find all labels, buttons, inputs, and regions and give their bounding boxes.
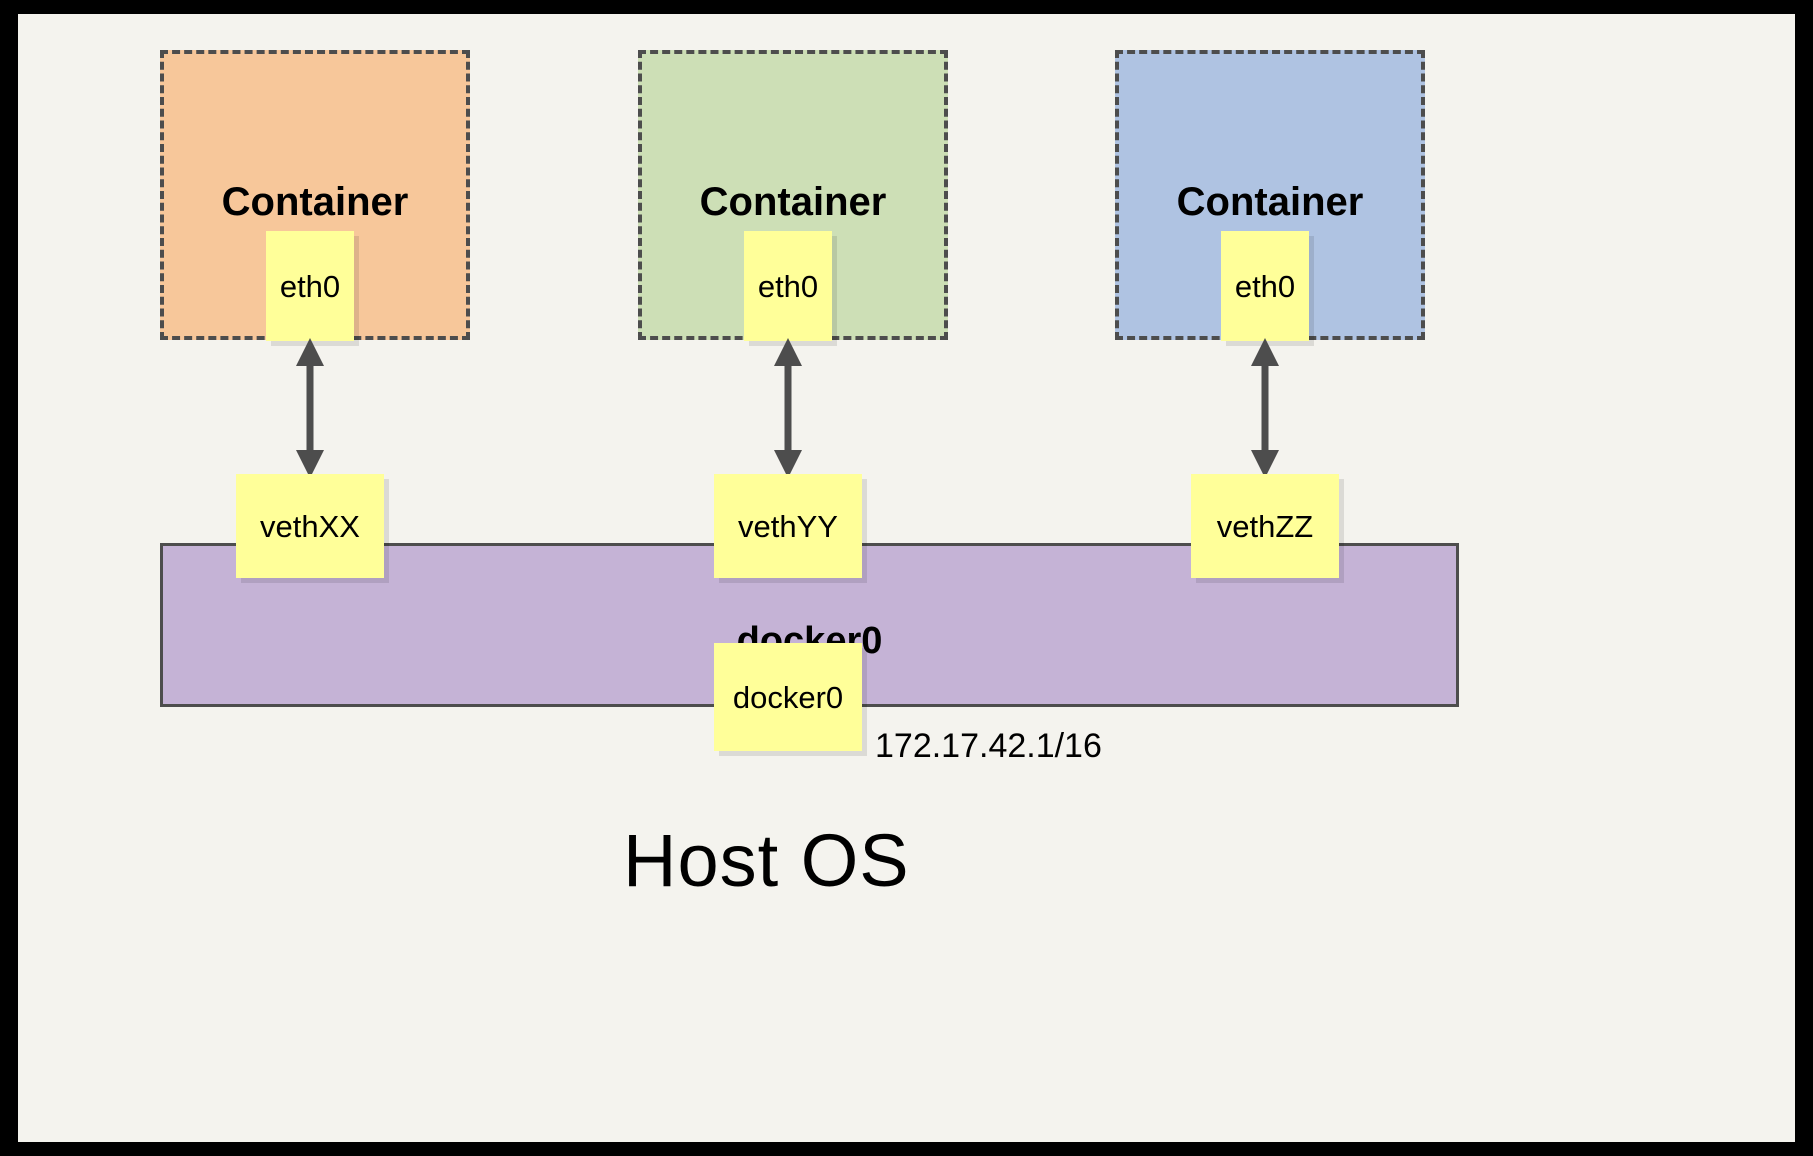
docker0-interface-box: docker0 [714,643,862,751]
container-title-2: Container [699,180,887,224]
veth-box-3: vethZZ [1191,474,1339,578]
veth-link-arrow-2 [774,338,802,478]
container-eth0-label-1: eth0 [279,268,341,304]
veth-link-arrow-3 [1251,338,1279,478]
container-eth0-label-3: eth0 [1234,268,1296,304]
container-eth0-2: eth0 [744,231,832,341]
host-os-label: Host OS [623,819,910,902]
container-title-3: Container [1176,180,1364,224]
docker0-ip-label: 172.17.42.1/16 [875,727,1102,765]
docker0-interface-label: docker0 [732,679,844,715]
container-eth0-label-2: eth0 [757,268,819,304]
container-eth0-3: eth0 [1221,231,1309,341]
container-title-1: Container [221,180,409,224]
container-eth0-1: eth0 [266,231,354,341]
veth-box-2: vethYY [714,474,862,578]
veth-label-3: vethZZ [1216,508,1314,544]
veth-link-arrow-1 [296,338,324,478]
veth-label-1: vethXX [260,508,360,544]
veth-label-2: vethYY [738,508,838,544]
veth-box-1: vethXX [236,474,384,578]
diagram-inner-frame: Container eth0 Container eth0 Container … [18,14,1795,1142]
